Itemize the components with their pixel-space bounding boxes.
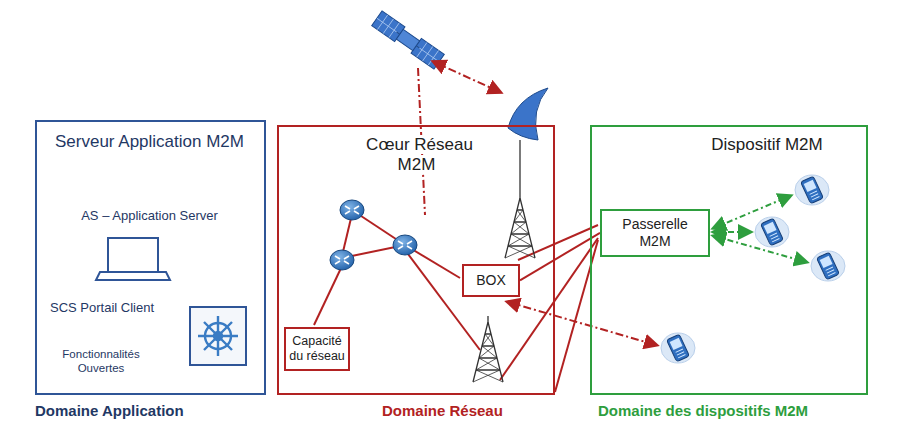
- device-phone: [795, 175, 829, 205]
- router: [340, 200, 364, 220]
- node-title: Dispositif M2M: [692, 135, 842, 155]
- node-text: AS – Application Server: [37, 208, 262, 224]
- radio-link: [714, 196, 806, 262]
- domain-box: Dispositif M2M Passerelle M2M: [590, 125, 868, 395]
- node-title: Capacité du réseau: [289, 334, 345, 364]
- device-phone: [811, 251, 845, 281]
- router: [393, 235, 417, 255]
- node-title: Cœur Réseau M2M: [351, 135, 485, 176]
- device-phone: [755, 217, 789, 247]
- radio-link: [434, 62, 500, 92]
- satellite-dish: [508, 88, 548, 192]
- domain-label: Domaine des dispositifs M2M: [598, 402, 808, 419]
- gateway-box: Passerelle M2M: [600, 209, 710, 257]
- device-phone: [661, 333, 695, 363]
- portal-icon: [190, 307, 246, 365]
- domain-label: Domaine Application: [35, 402, 184, 419]
- router: [330, 250, 354, 270]
- node-title: Serveur Application M2M: [37, 132, 262, 152]
- radio-link: [508, 302, 656, 345]
- domain-box: Serveur Application M2M AS – Application …: [35, 120, 266, 395]
- node-title: Passerelle M2M: [606, 216, 704, 250]
- node-title: BOX: [472, 272, 510, 289]
- network-line: [314, 210, 598, 392]
- node-text: SCS Portail Client: [43, 300, 161, 316]
- antenna-tower: [505, 192, 535, 258]
- domain-box: Cœur Réseau M2M BOX Capacité du réseau: [277, 125, 555, 395]
- node-text: Fonctionnalités Ouvertes: [41, 348, 161, 376]
- antenna-tower: [473, 316, 503, 382]
- connector: [520, 233, 600, 281]
- laptop-icon: [96, 238, 170, 280]
- box-node: BOX: [462, 264, 520, 297]
- satellite: [372, 11, 445, 69]
- domain-label: Domaine Réseau: [382, 402, 503, 419]
- process-box: Capacité du réseau: [284, 327, 350, 371]
